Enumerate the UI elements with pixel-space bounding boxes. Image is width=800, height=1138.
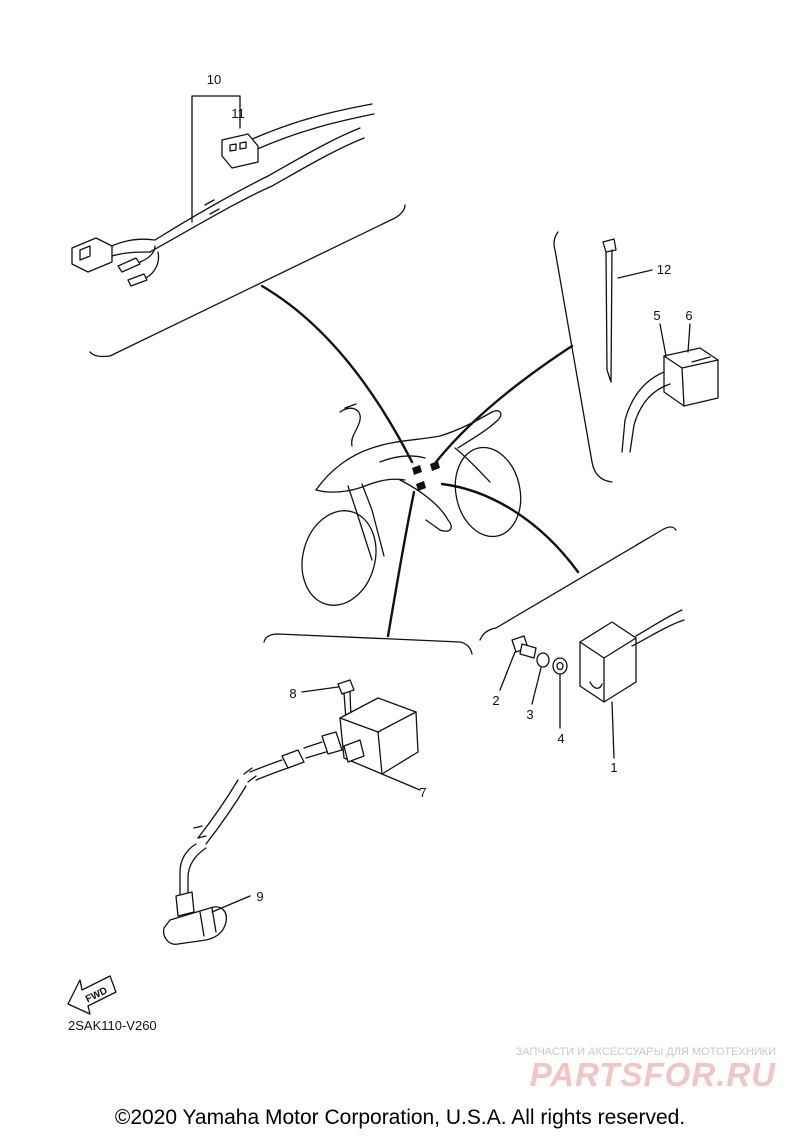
callout-8: 8 — [289, 686, 296, 701]
copyright-notice: ©2020 Yamaha Motor Corporation, U.S.A. A… — [115, 1106, 685, 1129]
callout-2: 2 — [492, 693, 499, 708]
fwd-arrow-icon: FWD — [67, 975, 117, 1015]
watermark: ЗАПЧАСТИ И АКСЕССУАРЫ ДЛЯ МОТОТЕХНИКИ PA… — [516, 1046, 776, 1093]
leader-lines — [260, 284, 580, 638]
cdi-panel — [479, 526, 685, 759]
callout-1: 1 — [610, 760, 617, 775]
ignition-coil-panel — [162, 633, 473, 945]
watermark-brand: PARTSFOR.RU — [530, 1056, 776, 1093]
callout-9: 9 — [256, 889, 263, 904]
callout-12: 12 — [657, 262, 671, 277]
callout-7: 7 — [419, 785, 426, 800]
callout-10: 10 — [207, 72, 221, 87]
relay-panel — [553, 231, 719, 483]
callout-6: 6 — [685, 308, 692, 323]
callout-numbers: 1 2 3 4 5 6 7 8 9 10 11 12 — [207, 72, 693, 904]
callout-11: 11 — [231, 106, 245, 121]
motorcycle-silhouette — [301, 403, 522, 606]
diagram-code: 2SAK110-V260 — [68, 1018, 157, 1033]
wire-harness-panel — [71, 95, 406, 358]
callout-5: 5 — [653, 308, 660, 323]
callout-4: 4 — [557, 731, 564, 746]
callout-3: 3 — [526, 707, 533, 722]
watermark-tagline: ЗАПЧАСТИ И АКСЕССУАРЫ ДЛЯ МОТОТЕХНИКИ — [516, 1046, 776, 1058]
